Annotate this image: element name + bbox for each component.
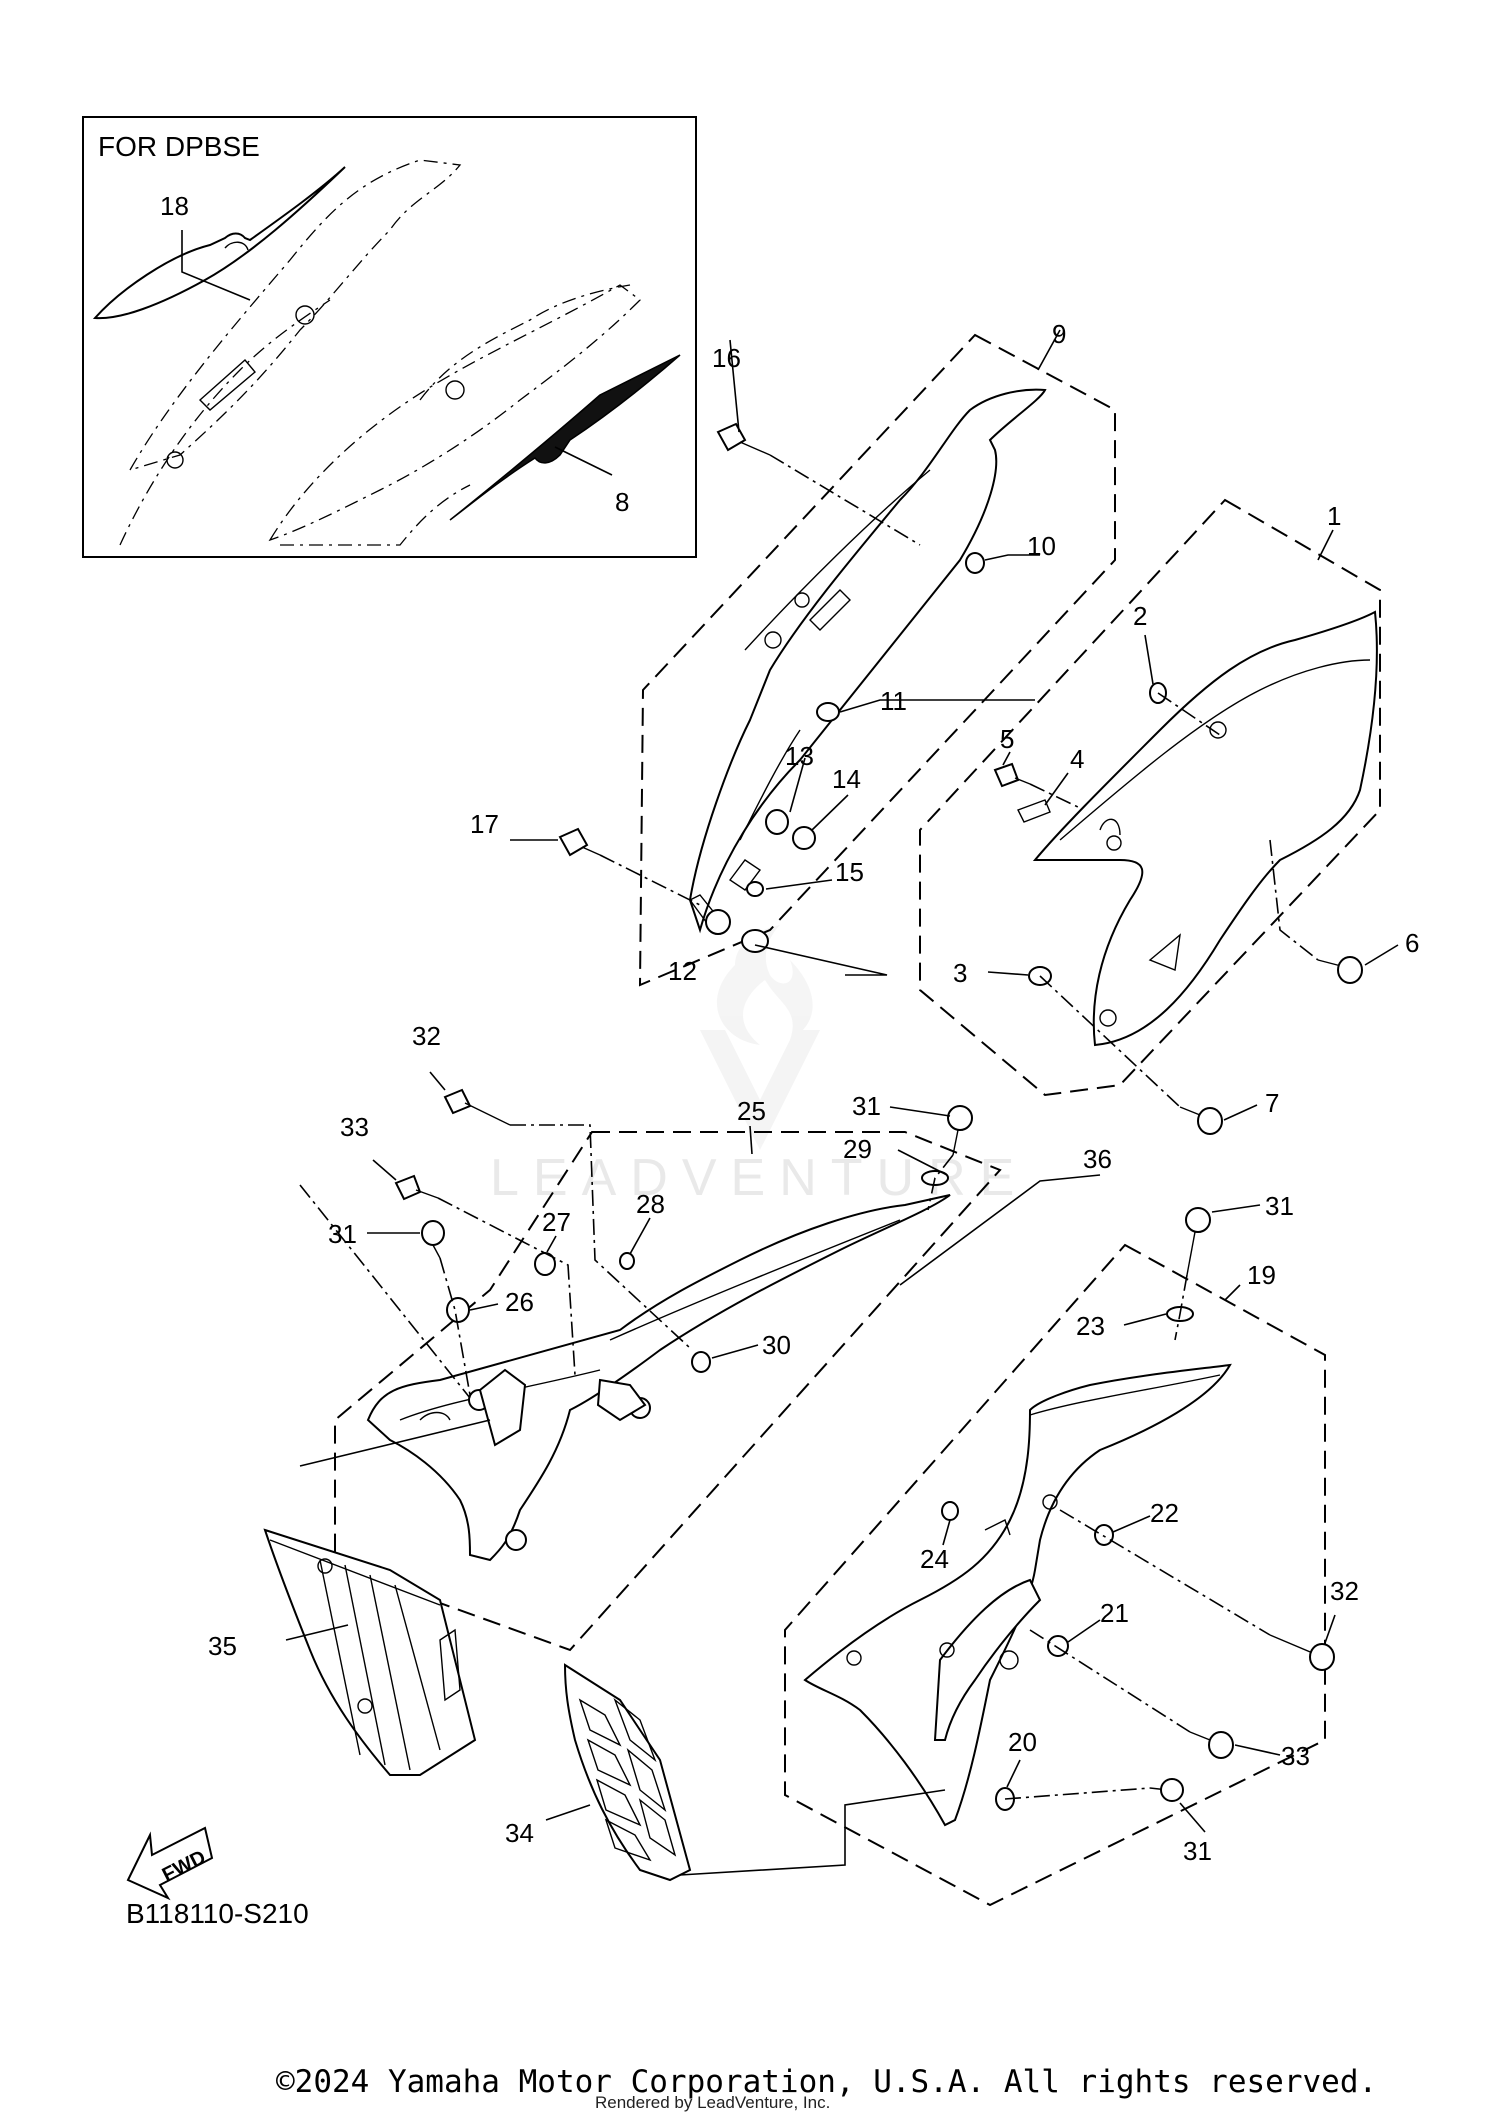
callout-32a: 32 <box>412 1021 441 1051</box>
callout-7: 7 <box>1265 1088 1279 1118</box>
inset-title: FOR DPBSE <box>98 131 260 162</box>
callout-35: 35 <box>208 1631 237 1661</box>
callout-32b: 32 <box>1330 1576 1359 1606</box>
callout-6: 6 <box>1405 928 1419 958</box>
leader-lines <box>181 230 1399 1876</box>
callout-13: 13 <box>785 741 814 771</box>
copyright-notice: ©2024 Yamaha Motor Corporation, U.S.A. A… <box>276 2064 1377 2100</box>
callout-11: 11 <box>880 686 907 716</box>
part-9-shroud-cover <box>688 388 1047 935</box>
callout-30: 30 <box>762 1330 791 1360</box>
callout-31d: 31 <box>1183 1836 1212 1866</box>
callout-36: 36 <box>1083 1144 1112 1174</box>
callout-31a: 31 <box>852 1091 881 1121</box>
watermark-logo <box>700 925 820 1150</box>
alignment-lines <box>299 454 1319 1800</box>
part-19-lower-shroud <box>803 1363 1232 1827</box>
part-35-radiator-louver <box>263 1528 477 1776</box>
callout-27: 27 <box>542 1207 571 1237</box>
callout-14: 14 <box>832 764 861 794</box>
callout-24: 24 <box>920 1544 949 1574</box>
decal-8 <box>449 354 681 521</box>
callout-19: 19 <box>1247 1260 1276 1290</box>
callout-33a: 33 <box>340 1112 369 1142</box>
callout-3: 3 <box>953 958 967 988</box>
group-1-boundary <box>919 498 1381 1097</box>
fasteners <box>394 422 1363 1811</box>
group-19-boundary <box>784 1243 1326 1907</box>
part-34-radiator-louver <box>563 1663 692 1882</box>
callout-33b: 33 <box>1281 1741 1310 1771</box>
rendered-by-notice: Rendered by LeadVenture, Inc. <box>595 2093 830 2112</box>
callout-34: 34 <box>505 1818 534 1848</box>
part-1-side-cover <box>1032 610 1378 1047</box>
callout-10: 10 <box>1027 531 1056 561</box>
decal-18 <box>92 166 346 320</box>
callout-16: 16 <box>712 343 741 373</box>
callout-29: 29 <box>843 1134 872 1164</box>
group-9-boundary <box>638 333 1116 987</box>
callout-17: 17 <box>470 809 499 839</box>
part-25-lower-shroud <box>366 1194 951 1562</box>
callout-28: 28 <box>636 1189 665 1219</box>
callout-25: 25 <box>737 1096 766 1126</box>
callout-31c: 31 <box>328 1219 357 1249</box>
callout-2: 2 <box>1133 601 1147 631</box>
callout-15: 15 <box>835 857 864 887</box>
callout-20: 20 <box>1008 1727 1037 1757</box>
callouts: 1 2 3 4 5 6 7 8 9 10 11 12 13 14 15 16 1… <box>160 191 1419 1866</box>
callout-26: 26 <box>505 1287 534 1317</box>
callout-21: 21 <box>1100 1598 1129 1628</box>
callout-1: 1 <box>1327 501 1341 531</box>
callout-23: 23 <box>1076 1311 1105 1341</box>
callout-9: 9 <box>1052 319 1066 349</box>
callout-5: 5 <box>1000 724 1014 754</box>
callout-18: 18 <box>160 191 189 221</box>
callout-8: 8 <box>615 487 629 517</box>
forward-arrow-icon: FWD <box>126 1826 214 1901</box>
callout-4: 4 <box>1070 744 1084 774</box>
callout-22: 22 <box>1150 1498 1179 1528</box>
callout-31b: 31 <box>1265 1191 1294 1221</box>
callout-12: 12 <box>668 956 697 986</box>
figure-code: B118110-S210 <box>126 1898 309 1929</box>
inset-box: FOR DPBSE <box>82 116 697 558</box>
